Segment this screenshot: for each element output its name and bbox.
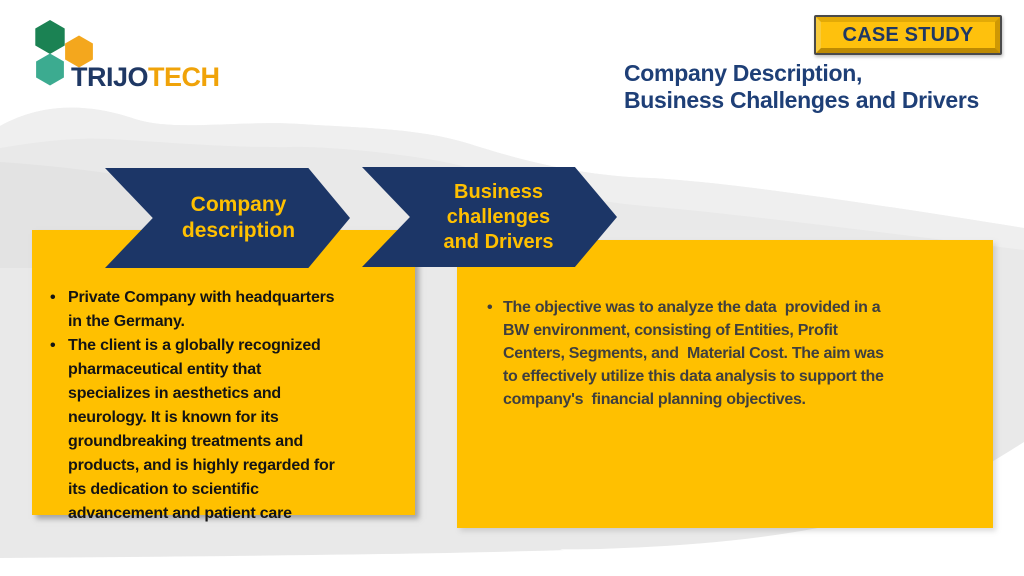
bullet-icon: • [487, 299, 493, 316]
list-item: • The client is a globally recognized ph… [50, 334, 405, 526]
logo-hexagons-icon [35, 20, 93, 86]
case-study-badge-label: CASE STUDY [842, 23, 974, 46]
logo-wordmark: TRIJOTECH [71, 62, 220, 93]
case-study-badge: CASE STUDY [814, 15, 1002, 55]
logo-text-primary: TRIJO [71, 62, 149, 92]
logo: TRIJOTECH [0, 0, 260, 110]
bullet-text: The objective was to analyze the data pr… [503, 299, 884, 408]
hexagon-green-icon [35, 20, 65, 54]
step-banner-label: Company description [181, 193, 296, 242]
case-study-badge-face: CASE STUDY [816, 17, 1000, 53]
logo-text-secondary: TECH [148, 62, 220, 92]
bullet-icon: • [50, 337, 56, 354]
page-title: Company Description, Business Challenges… [624, 60, 980, 113]
list-item: • Private Company with headquarters in t… [50, 286, 405, 334]
hexagon-teal-icon [36, 53, 64, 86]
bullet-text: Private Company with headquarters in the… [68, 289, 335, 330]
hexagon-orange-icon [65, 35, 93, 68]
bottom-wave [560, 455, 1024, 576]
step-banner-label: Business challenges and Drivers [443, 180, 554, 253]
company-description-panel: • Private Company with headquarters in t… [32, 230, 415, 522]
bullet-text: The client is a globally recognized phar… [68, 337, 335, 522]
bullet-icon: • [50, 289, 56, 306]
list-item: • The objective was to analyze the data … [487, 296, 977, 411]
business-challenges-panel: • The objective was to analyze the data … [457, 240, 993, 528]
